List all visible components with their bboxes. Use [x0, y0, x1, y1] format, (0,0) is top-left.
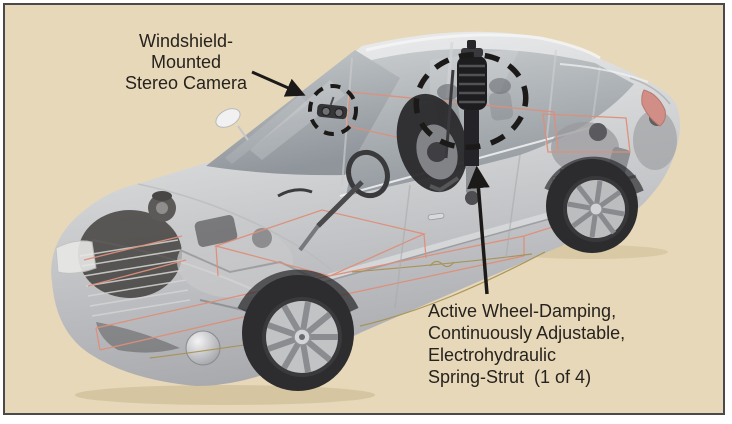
label-line: Electrohydraulic: [428, 345, 557, 365]
trunk-seam: [629, 77, 671, 105]
label-line: Continuously Adjustable,: [428, 323, 626, 343]
label-line: Spring-Strut (1 of 4): [428, 367, 592, 387]
side-mirror: [215, 108, 241, 128]
spring-strut-assembly: [396, 40, 487, 205]
grille-slats: [79, 239, 191, 317]
wiper: [277, 188, 313, 198]
strut-arrow: [467, 165, 490, 295]
label-line: Stereo Camera: [124, 73, 248, 93]
hood-crease-line: [137, 183, 333, 271]
headlight: [55, 240, 97, 274]
label-line: Mounted: [150, 52, 222, 72]
front-wheel-arch: [237, 269, 359, 313]
trunk-lip-line: [559, 63, 649, 83]
label-windshield-camera: Windshield- Mounted Stereo Camera: [100, 31, 272, 94]
stereo-camera-unit: [316, 96, 348, 120]
label-line: Active Wheel-Damping,: [428, 301, 617, 321]
steering-wheel: [277, 149, 390, 252]
strut-highlight-circle: [413, 51, 529, 151]
camera-highlight-circle: [308, 84, 358, 136]
roof-highlight: [365, 33, 601, 60]
door-handle: [427, 212, 445, 221]
radiator-dark-mass: [78, 210, 182, 298]
taillight: [641, 89, 666, 127]
windshield-reflection: [250, 80, 345, 160]
rear-wheel: [546, 159, 638, 253]
front-wheel: [242, 275, 354, 391]
c-pillar: [545, 49, 557, 147]
label-line: Windshield-: [138, 31, 234, 51]
strut-shaft: [464, 110, 479, 166]
windshield-reflection-2: [225, 95, 308, 164]
abc-sphere: [185, 330, 221, 366]
windshield: [206, 50, 400, 176]
camera-arrow: [251, 70, 306, 97]
bumper-intake: [96, 322, 180, 353]
rear-window-edge: [591, 65, 601, 125]
label-spring-strut: Active Wheel-Damping, Continuously Adjus…: [428, 300, 718, 388]
